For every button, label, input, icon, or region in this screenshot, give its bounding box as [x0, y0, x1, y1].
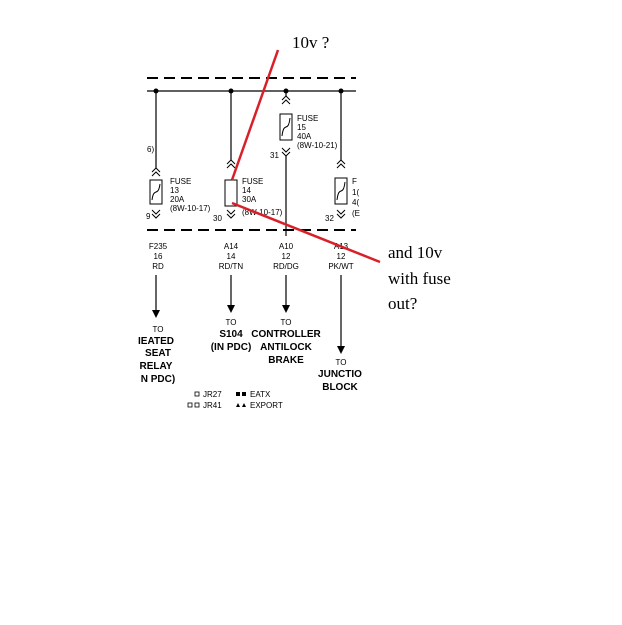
fuse-15-symbol	[279, 113, 293, 141]
fuse-14-pin: 30	[213, 214, 222, 223]
connector-chevron-icon	[151, 167, 161, 177]
prev-pin-label: 6)	[147, 145, 154, 154]
fuse-16-ref: (E	[352, 209, 360, 218]
fuse-13-pin: 9	[146, 212, 151, 221]
legend-filled-square-icon	[236, 392, 240, 396]
wire-2-gauge: 14	[227, 252, 236, 261]
dest-1-to: TO	[153, 325, 164, 334]
connector-chevron-icon	[226, 159, 236, 169]
destination-s104: TO S104 (IN PDC)	[211, 318, 252, 353]
wire-label-2: A14 14 RD/TN	[219, 242, 244, 271]
legend-triangle-icon	[236, 403, 240, 407]
fuse-15-title: FUSE	[297, 114, 318, 123]
dest-2-line2: (IN PDC)	[211, 342, 252, 353]
legend-jr27: JR27	[203, 390, 222, 399]
fuse-16-number: 1(	[352, 188, 359, 197]
annotation-right-line2: with fuse	[388, 269, 451, 288]
fuse-15-rating: 40A	[297, 132, 312, 141]
fuse-16-symbol	[334, 177, 348, 205]
dest-3-to: TO	[281, 318, 292, 327]
connector-chevron-icon	[151, 209, 161, 219]
annotation-top-text: 10v ?	[292, 33, 329, 52]
arrow-down-icon	[152, 310, 160, 318]
fuse-15-number: 15	[297, 123, 306, 132]
arrow-down-icon	[337, 346, 345, 354]
wire-3-gauge: 12	[282, 252, 291, 261]
dest-3-line3: BRAKE	[268, 355, 304, 366]
arrow-down-icon	[282, 305, 290, 313]
dest-2-to: TO	[226, 318, 237, 327]
destination-heated-seat-relay: TO IEATED SEAT RELAY N PDC)	[138, 325, 175, 385]
destination-antilock-brake: TO CONTROLLER ANTILOCK BRAKE	[251, 318, 321, 366]
fuse-13-rating: 20A	[170, 195, 185, 204]
legend: JR27 JR41 EATX EXPORT	[187, 390, 283, 410]
fuse-14-ref: (8W-10-17)	[242, 208, 283, 217]
wire-1-circuit: F235	[149, 242, 168, 251]
connector-chevron-icon	[336, 209, 346, 219]
dest-1-line3: RELAY	[140, 361, 173, 372]
fuse-13-title: FUSE	[170, 177, 191, 186]
annotation-line-top	[230, 49, 280, 181]
wire-2-color: RD/TN	[219, 262, 244, 271]
wire-label-1: F235 16 RD	[149, 242, 168, 271]
destination-junction-block: TO JUNCTIO BLOCK	[318, 358, 362, 393]
legend-triangle-icon	[242, 403, 246, 407]
fuse-16-pin: 32	[325, 214, 334, 223]
fuse-13-ref: (8W-10-17)	[170, 204, 211, 213]
dest-4-line1: JUNCTIO	[318, 369, 362, 380]
fuse-14-number: 14	[242, 186, 251, 195]
dest-1-line1: IEATED	[138, 336, 174, 347]
fuse-13-number: 13	[170, 186, 179, 195]
connector-chevron-icon	[336, 159, 346, 169]
fuse-14-title: FUSE	[242, 177, 263, 186]
dest-2-line1: S104	[219, 329, 243, 340]
junction-dot	[283, 88, 289, 94]
fuse-16-rating: 4(	[352, 198, 359, 207]
fuse-15-ref: (8W-10-21)	[297, 141, 338, 150]
dest-4-to: TO	[336, 358, 347, 367]
dest-3-line1: CONTROLLER	[251, 329, 321, 340]
connector-chevron-icon	[281, 95, 291, 105]
wire-1-color: RD	[152, 262, 164, 271]
dest-1-line4: N PDC)	[141, 374, 175, 385]
wire-4-gauge: 12	[337, 252, 346, 261]
annotation-line-right	[231, 201, 381, 264]
fuse-15-pin: 31	[270, 151, 279, 160]
annotation-right-line1: and 10v	[388, 243, 443, 262]
fuse-16-title: F	[352, 177, 357, 186]
wire-3-circuit: A10	[279, 242, 294, 251]
dest-4-line2: BLOCK	[322, 382, 358, 393]
wire-1-gauge: 16	[154, 252, 163, 261]
wire-label-3: A10 12 RD/DG	[273, 242, 299, 271]
dest-3-line2: ANTILOCK	[260, 342, 312, 353]
legend-filled-square-icon	[242, 392, 246, 396]
annotation-right-line3: out?	[388, 294, 417, 313]
legend-square-icon	[187, 402, 193, 408]
legend-eatx: EATX	[250, 390, 271, 399]
connector-chevron-icon	[226, 209, 236, 219]
arrow-down-icon	[227, 305, 235, 313]
legend-square-icon	[194, 402, 200, 408]
wire-2-circuit: A14	[224, 242, 239, 251]
wire-3-color: RD/DG	[273, 262, 299, 271]
legend-export: EXPORT	[250, 401, 283, 410]
fuse-14-symbol	[224, 179, 238, 207]
legend-jr41: JR41	[203, 401, 222, 410]
dest-1-line2: SEAT	[145, 348, 171, 359]
fuse-13-symbol	[149, 179, 163, 205]
fuse-14-rating: 30A	[242, 195, 257, 204]
connector-chevron-icon	[281, 147, 291, 157]
legend-square-icon	[194, 391, 200, 397]
wire-4-color: PK/WT	[328, 262, 353, 271]
